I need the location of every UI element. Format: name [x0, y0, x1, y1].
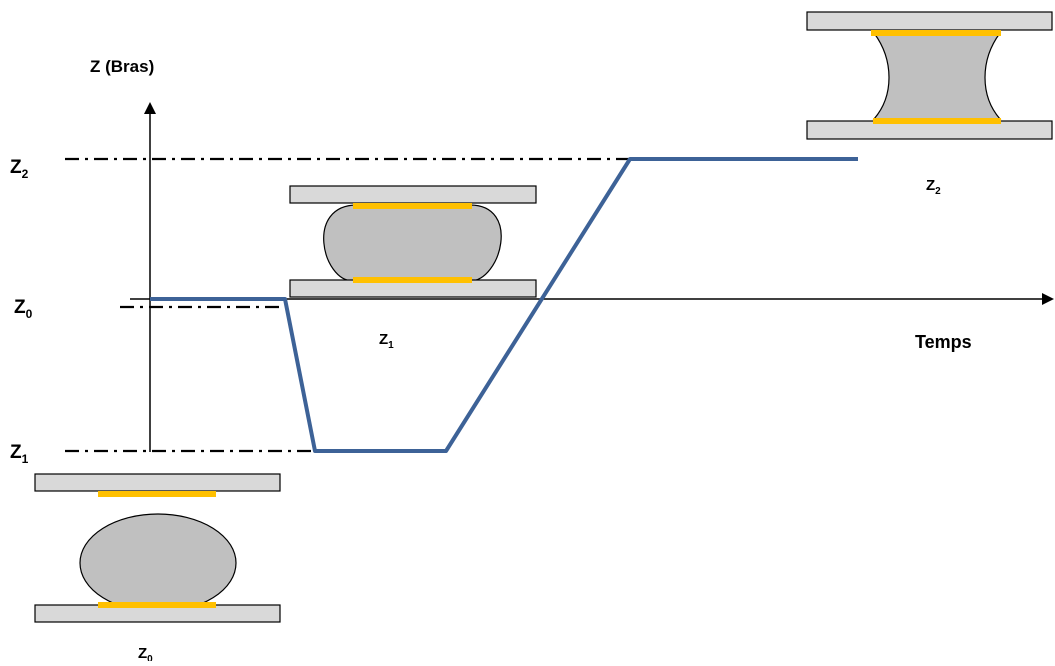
stage-illustration-z2 [806, 11, 1053, 140]
top-plate [289, 185, 537, 204]
top-plate [806, 11, 1053, 31]
stage-label-z1: Z1 [379, 331, 394, 351]
x-axis-label: Temps [915, 332, 972, 352]
level-label-z2: Z2 [10, 157, 29, 181]
stage-label-z2: Z2 [926, 177, 941, 197]
stage-illustration-z0 [34, 473, 281, 623]
arm-position-curve [150, 157, 858, 453]
level-label-z1: Z1 [10, 442, 29, 466]
droplet [323, 204, 502, 282]
y-axis-label: Z (Bras) [90, 57, 154, 76]
droplet [872, 32, 1002, 120]
level-label-z0: Z0 [14, 297, 33, 321]
stage-illustration-z1 [289, 185, 537, 298]
top-plate [34, 473, 281, 492]
droplet [79, 513, 237, 613]
stage-label-z0: Z0 [138, 645, 153, 661]
